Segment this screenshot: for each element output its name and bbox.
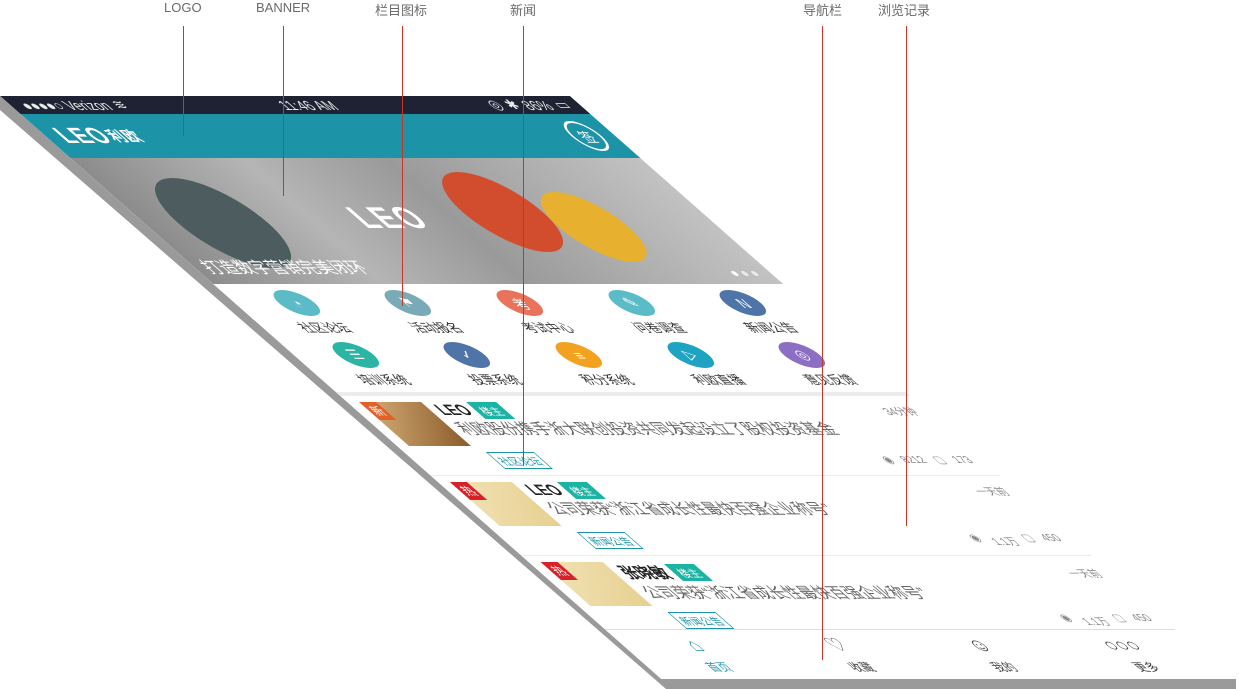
news-time: 一天前 [1064, 569, 1107, 580]
pointer-line-news [523, 26, 524, 466]
news-item[interactable]: 热 LEO 楼主 一天前 公司荣获“浙江省成长性最快百强企业称号” 新闻公告 ◉… [431, 476, 1092, 556]
category-label: 意见反馈 [798, 373, 863, 387]
training-icon: ☰ [322, 342, 389, 368]
category-label: 利欧直播 [686, 373, 751, 387]
annotation-banner: BANNER [256, 0, 311, 15]
user-icon: ☺ [957, 634, 999, 655]
phone-screen: ●●●●○ Verizon ≋ 11:46 AM ◎ ✱ 86% ▭ LEO 利… [0, 96, 1232, 679]
app-logo[interactable]: LEO 利欧 [45, 123, 155, 149]
pointer-line-banner [283, 26, 284, 196]
news-header: LEO 楼主 34分钟 [429, 402, 924, 419]
category-points[interactable]: ≡ 积分系统 [525, 342, 655, 388]
category-label: 积分系统 [575, 373, 640, 387]
banner-dot[interactable] [749, 271, 761, 276]
news-category-tag[interactable]: 社区论坛 [485, 452, 554, 469]
banner-carousel[interactable]: LEO 打造数字营销完美闭环 [70, 158, 784, 284]
tab-label: 更多 [1129, 661, 1165, 674]
carrier-label: ●●●●○ Verizon [13, 97, 117, 113]
pointer-line-navbar [822, 26, 823, 660]
new-badge: 新 [359, 402, 397, 420]
tab-label: 收藏 [844, 661, 880, 674]
news-body: LEO 楼主 34分钟 利欧股份携手浙大联创投资共同发起设立了股权投资基金 社区… [429, 402, 981, 469]
pointer-line-logo [183, 26, 184, 136]
category-live[interactable]: ▷ 利欧直播 [637, 342, 767, 388]
news-item[interactable]: 热 张晓敏 楼主 一天前 公司荣获“浙江省成长性最快百强企业称号” 新闻公告 ◉… [521, 556, 1183, 636]
news-title: 公司荣获“浙江省成长性最快百强企业称号” [541, 501, 841, 518]
comment-icon: ▢ [929, 455, 951, 466]
category-label: 培训系统 [351, 373, 416, 387]
more-icon: ○○○ [1093, 634, 1149, 655]
news-time: 一天前 [971, 487, 1014, 498]
news-category-tag[interactable]: 新闻公告 [576, 532, 644, 549]
tab-label: 我的 [986, 661, 1023, 674]
banner-pagination [729, 271, 761, 276]
pointer-line-category-icons [402, 26, 403, 306]
news-stats: ◉ 8212 ▢ 173 [878, 455, 978, 466]
news-footer: 新闻公告 ◉ 1.1万 ▢ 450 [576, 532, 1072, 549]
feedback-icon: ◎ [769, 342, 835, 368]
annotation-history: 浏览记录 [878, 3, 931, 18]
banner-caption: 打造数字营销完美闭环 [196, 260, 376, 277]
points-icon: ≡ [546, 342, 612, 368]
category-label: 社区论坛 [292, 321, 357, 335]
news-stats: ◉ 1.1万 ▢ 450 [1056, 613, 1162, 628]
category-label: 活动报名 [404, 321, 469, 335]
play-icon: ▷ [657, 342, 724, 368]
news-stats: ◉ 1.1万 ▢ 450 [965, 533, 1071, 548]
chat-icon: ◔ [263, 290, 330, 316]
annotation-news: 新闻 [510, 3, 537, 18]
check-in-button[interactable]: 签 [554, 121, 619, 151]
news-header: LEO 楼主 一天前 [520, 482, 1015, 499]
flag-icon: ⚑ [375, 290, 441, 316]
banner-dot[interactable] [729, 271, 741, 276]
banner-dot[interactable] [739, 271, 751, 276]
category-event-signup[interactable]: ⚑ 活动报名 [354, 290, 484, 336]
view-count: 1.1万 [988, 537, 1025, 548]
banner-brand: LEO [336, 202, 442, 235]
news-title: 公司荣获“浙江省成长性最快百强企业称号” [636, 585, 936, 602]
eye-icon: ◉ [878, 455, 900, 466]
category-voting[interactable]: ✓ 投票系统 [413, 342, 543, 388]
annotation-logo: LOGO [164, 0, 202, 15]
category-row: ☰ 培训系统 ✓ 投票系统 ≡ 积分系统 ▷ 利欧直播 ◎ 意见反馈 [285, 342, 895, 388]
view-count: 1.1万 [1078, 617, 1116, 628]
news-list: 新 LEO 楼主 34分钟 利欧股份携手浙大联创投资共同发起设立了股权投资基金 … [340, 396, 1183, 636]
news-body: LEO 楼主 一天前 公司荣获“浙江省成长性最快百强企业称号” 新闻公告 ◉ 1… [520, 482, 1072, 549]
news-item[interactable]: 新 LEO 楼主 34分钟 利欧股份携手浙大联创投资共同发起设立了股权投资基金 … [340, 396, 1002, 476]
view-count: 8212 [896, 455, 932, 466]
news-footer: 新闻公告 ◉ 1.1万 ▢ 450 [667, 612, 1162, 629]
news-icon: N [710, 290, 776, 316]
category-exam-center[interactable]: 考 考试中心 [466, 290, 596, 336]
category-news-notice[interactable]: N 新闻公告 [689, 290, 819, 336]
tab-label: 首页 [701, 661, 738, 674]
app-header: LEO 利欧 签 [20, 114, 641, 158]
category-label: 投票系统 [463, 373, 528, 387]
news-time: 34分钟 [879, 407, 924, 418]
annotation-navbar: 导航栏 [803, 3, 843, 18]
home-icon: ⌂ [676, 634, 711, 655]
hot-badge: 热 [449, 482, 488, 500]
news-header: 张晓敏 楼主 一天前 [611, 562, 1111, 583]
hot-badge: 热 [540, 562, 578, 580]
news-title: 利欧股份携手浙大联创投资共同发起设立了股权投资基金 [450, 421, 845, 438]
status-bar: ●●●●○ Verizon ≋ 11:46 AM ◎ ✱ 86% ▭ [0, 96, 591, 114]
bottom-tab-bar: ⌂ 首页 ♡ 收藏 ☺ 我的 ○○○ 更多 [604, 629, 1232, 679]
news-category-tag[interactable]: 新闻公告 [667, 612, 735, 629]
category-row: ◔ 社区论坛 ⚑ 活动报名 考 考试中心 ✎ 问卷调查 N 新闻公告 [226, 290, 836, 336]
vote-icon: ✓ [434, 342, 500, 368]
category-label: 问卷调查 [627, 321, 692, 335]
category-label: 考试中心 [516, 321, 581, 335]
survey-icon: ✎ [598, 290, 665, 316]
category-label: 新闻公告 [739, 321, 804, 335]
annotation-category-icons: 栏目图标 [375, 3, 428, 18]
news-body: 张晓敏 楼主 一天前 公司荣获“浙江省成长性最快百强企业称号” 新闻公告 ◉ 1… [611, 562, 1163, 629]
comment-count: 173 [948, 455, 978, 466]
category-feedback[interactable]: ◎ 意见反馈 [748, 342, 878, 388]
pointer-line-history [906, 26, 907, 526]
category-survey[interactable]: ✎ 问卷调查 [578, 290, 708, 336]
exam-icon: 考 [487, 290, 553, 316]
